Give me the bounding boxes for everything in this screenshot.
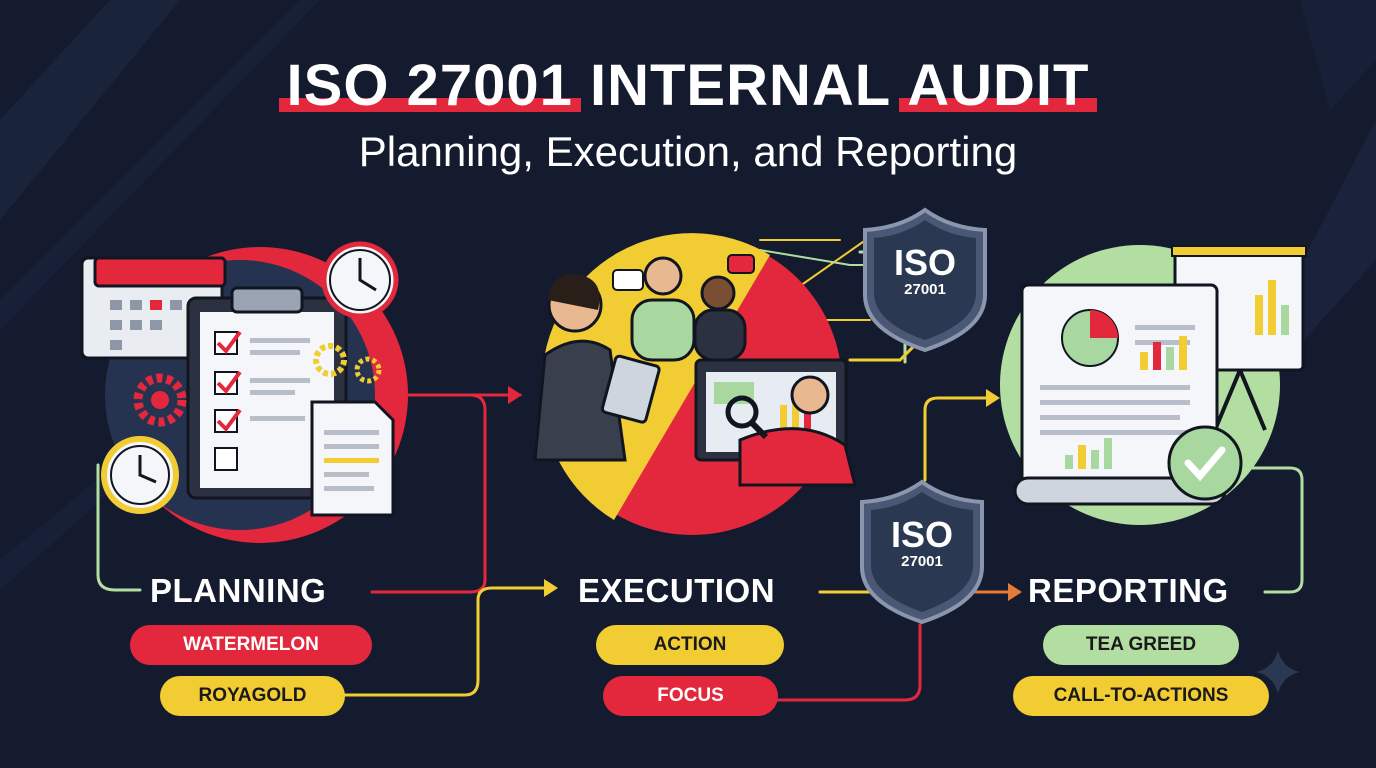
tag-action: ACTION bbox=[596, 625, 784, 665]
execution-illustration bbox=[533, 233, 857, 535]
stage-label-planning: PLANNING bbox=[150, 572, 327, 609]
auditor-person-icon bbox=[533, 274, 661, 462]
page-subtitle: Planning, Execution, and Reporting bbox=[358, 128, 1018, 175]
title-part-iso: ISO 27001 bbox=[286, 53, 573, 118]
page-title: ISO 27001 INTERNAL AUDIT bbox=[0, 52, 1376, 119]
tag-tea-greed: TEA GREED bbox=[1043, 625, 1239, 665]
tag-call-to-actions: CALL-TO-ACTIONS bbox=[1013, 676, 1269, 716]
check-badge-icon bbox=[1167, 425, 1243, 501]
stage-label-execution: EXECUTION bbox=[578, 572, 776, 609]
sparkle-icon bbox=[1256, 650, 1300, 694]
tag-watermelon: WATERMELON bbox=[130, 625, 372, 665]
clipboard-checklist-icon bbox=[186, 286, 348, 500]
badge-iso-top: ISO 27001 bbox=[870, 245, 980, 299]
badge-line1: ISO bbox=[890, 514, 953, 555]
gear-icon bbox=[133, 343, 382, 427]
planning-illustration bbox=[80, 241, 408, 543]
badge-line2: 27001 bbox=[904, 281, 946, 298]
stage-label-reporting: REPORTING bbox=[1028, 572, 1229, 609]
shield-icon bbox=[860, 479, 984, 625]
clock-icon bbox=[101, 241, 399, 514]
tag-focus: FOCUS bbox=[603, 676, 778, 716]
tag-royagold: ROYAGOLD bbox=[160, 676, 345, 716]
pie-chart-icon bbox=[1061, 309, 1119, 367]
magnifier-icon bbox=[725, 395, 769, 440]
title-part-audit: AUDIT bbox=[907, 53, 1090, 118]
badge-iso-bottom: ISO 27001 bbox=[867, 517, 977, 571]
reporting-illustration bbox=[1000, 245, 1307, 525]
monitor-icon bbox=[694, 358, 857, 487]
team-icon bbox=[612, 254, 755, 362]
badge-line1: ISO bbox=[893, 242, 956, 283]
arrow-heads bbox=[508, 386, 1022, 601]
title-part-internal: INTERNAL bbox=[589, 53, 891, 118]
shield-icon bbox=[863, 207, 987, 353]
badge-line2: 27001 bbox=[901, 553, 943, 570]
document-icon bbox=[310, 400, 395, 517]
bar-chart-icon bbox=[1065, 336, 1187, 469]
